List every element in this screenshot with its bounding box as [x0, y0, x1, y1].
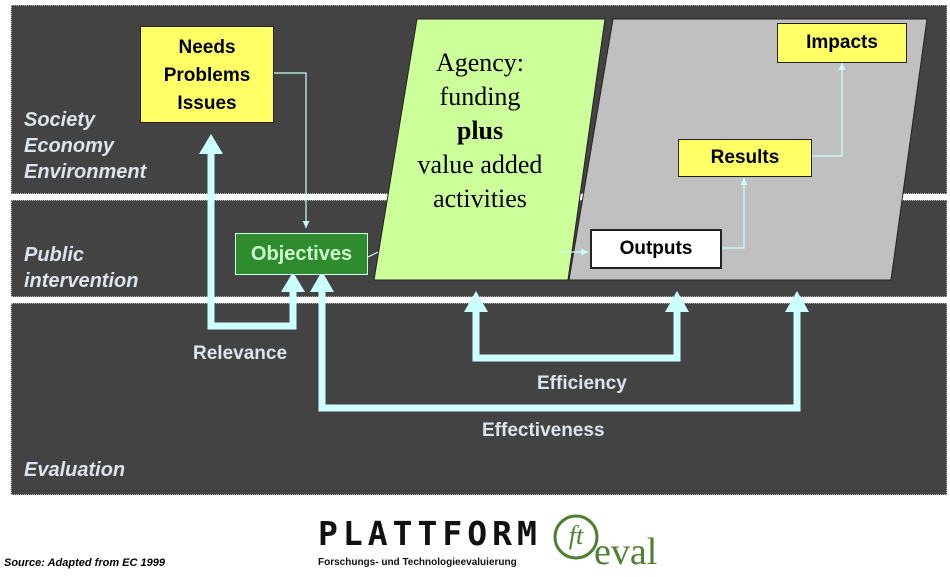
efficiency-arrowhead-left — [464, 291, 488, 312]
results-box: Results — [678, 139, 812, 177]
effectiveness-arrow — [318, 290, 801, 412]
objectives-to-agency-arrow — [367, 251, 379, 258]
ft-mark-icon: ft — [553, 514, 599, 560]
evaluation-label: Evaluation — [24, 459, 126, 481]
logo-subtitle: Forschungs- und Technologieevaluierung — [318, 557, 517, 568]
public-intervention-label: Public intervention — [24, 244, 139, 292]
needs-to-objectives-arrow — [274, 72, 310, 228]
objectives-box: Objectives — [235, 233, 368, 275]
agency-line-1: Agency: — [435, 48, 525, 77]
svg-text:ft: ft — [569, 521, 584, 550]
source-note: Source: Adapted from EC 1999 — [4, 557, 165, 569]
efficiency-label: Efficiency — [537, 373, 627, 394]
results-to-impacts-arrow — [812, 63, 846, 157]
logo-eval-text: eval — [594, 531, 658, 573]
effectiveness-arrowhead-left — [310, 271, 334, 292]
relevance-arrowhead-left — [199, 134, 223, 154]
effectiveness-arrowhead-right — [785, 291, 809, 312]
agency-line-3: plus — [456, 116, 504, 145]
relevance-label: Relevance — [193, 343, 288, 364]
logo-wordmark: PLATTFORM — [318, 514, 542, 553]
outputs-box: Outputs — [590, 229, 722, 269]
society-economy-environment-label: Society Economy Environment — [24, 109, 147, 183]
plattform-fteval-logo: PLATTFORM Forschungs- und Technologieeva… — [318, 514, 668, 574]
relevance-arrowhead-right — [281, 272, 305, 292]
relevance-arrow — [207, 152, 297, 330]
efficiency-arrow — [472, 310, 681, 362]
agency-line-5: activities — [433, 184, 527, 213]
impacts-box: Impacts — [777, 23, 907, 63]
agency-parallelogram — [373, 18, 606, 281]
agency-line-4: value added — [417, 150, 543, 179]
efficiency-arrowhead-right — [665, 291, 689, 312]
needs-problems-issues-box: Needs Problems Issues — [140, 26, 274, 123]
agency-line-2: funding — [439, 82, 521, 111]
outputs-to-results-arrow — [722, 178, 748, 249]
effectiveness-label: Effectiveness — [482, 420, 605, 441]
agency-text: Agency: funding plus value added activit… — [380, 46, 580, 216]
